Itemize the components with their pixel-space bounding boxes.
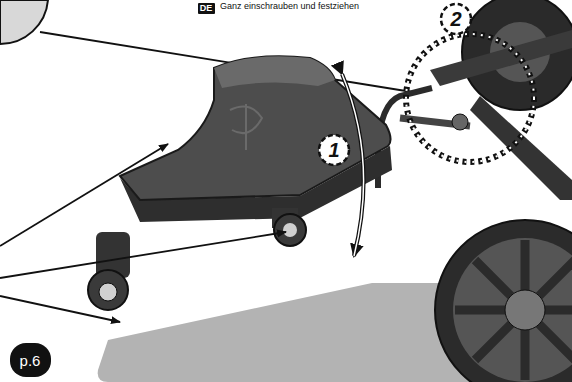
rotate-arrow [342,74,364,256]
page-badge-text: p.6 [20,353,41,368]
pointer-arrow [0,144,168,246]
caster-axle [99,283,117,301]
detail-highlight [406,34,534,162]
caster-axle [283,223,297,237]
screw-knob [452,114,468,130]
detail-highlight [406,34,534,162]
board-seat [214,56,335,88]
ride-on-board [120,56,391,200]
caster-wheel [274,214,306,246]
callout-number-text: 2 [450,9,461,29]
caster-wheel [88,270,128,310]
leader-line [40,32,412,92]
instruction-text: Ganz einschrauben und festziehen [218,2,361,12]
callout-number-text: 1 [328,140,339,160]
page-badge: p.6 [10,343,51,377]
callout-number: 2 [439,2,473,36]
stroller-frame [470,96,572,200]
logo-emboss [230,104,262,150]
pointer-arrow [0,232,286,278]
wheel-rim [453,238,572,382]
stroller-wheel [435,220,572,382]
language-badge-text: DE [200,4,213,13]
rotate-arrow [342,74,364,256]
detail-circle [0,0,48,44]
pointer-arrow [0,296,120,322]
wheel-hub [505,290,545,330]
callout-number: 1 [317,133,351,167]
language-badge: DE [198,3,215,14]
